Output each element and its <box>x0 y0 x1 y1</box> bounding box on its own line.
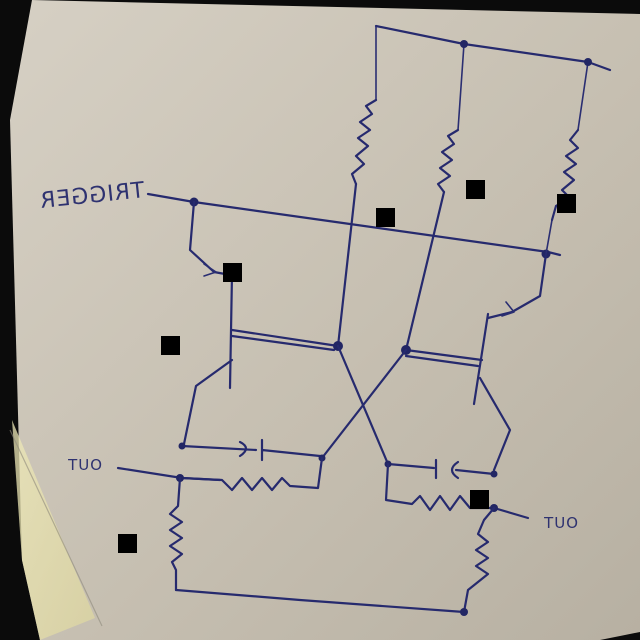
left-diode-arrow <box>203 263 217 277</box>
rail-junction-1 <box>460 40 468 48</box>
bottom-resistor-right <box>462 506 496 614</box>
left-capacitor <box>238 438 322 462</box>
left-timing-resistor <box>180 456 324 492</box>
out-left-label-group: OUT <box>67 456 102 474</box>
left-collector-bar <box>230 328 340 352</box>
paper-shadow-edge <box>9 429 103 627</box>
left-emitter <box>182 358 234 446</box>
right-capacitor <box>434 458 496 480</box>
right-diode-arrow <box>501 301 515 317</box>
rail-drop-right <box>577 61 589 131</box>
rail-drop-mid <box>457 43 465 131</box>
left-cap-wire <box>180 444 258 452</box>
resistor-r1 <box>350 98 378 186</box>
r3-to-trigger <box>545 219 553 255</box>
right-diode-lead <box>486 252 548 320</box>
output-line-right <box>492 506 530 520</box>
mask-square-2 <box>557 194 576 213</box>
resistor-r2 <box>436 128 460 194</box>
out-right-label: OUT <box>543 514 578 532</box>
collector-right-wire <box>404 190 446 352</box>
out-left-label: OUT <box>67 456 102 474</box>
bottom-resistor-left <box>168 476 184 592</box>
cross-coupling-b <box>320 348 408 460</box>
paper-sheet <box>10 0 640 640</box>
left-cap-node-a <box>178 442 186 450</box>
left-transistor-base <box>228 272 234 390</box>
mask-square-6 <box>470 490 489 509</box>
mask-square-4 <box>223 263 242 282</box>
rail-junction-2 <box>584 58 592 66</box>
mask-square-1 <box>466 180 485 199</box>
paper-glare <box>12 420 95 640</box>
mask-square-3 <box>376 208 395 227</box>
ground-node <box>460 608 468 616</box>
trigger-line <box>146 192 562 257</box>
right-cap-node-b <box>490 470 498 478</box>
right-collector-bar <box>404 348 484 368</box>
right-cap-wire <box>386 462 436 470</box>
out-right-label-group: OUT <box>543 514 578 532</box>
mask-square-7 <box>118 534 137 553</box>
right-timing-resistor <box>384 462 496 512</box>
mask-square-5 <box>161 336 180 355</box>
collector-left-wire <box>336 182 358 348</box>
right-emitter <box>478 376 512 472</box>
supply-rail <box>374 24 612 72</box>
ground-rail <box>174 588 466 614</box>
